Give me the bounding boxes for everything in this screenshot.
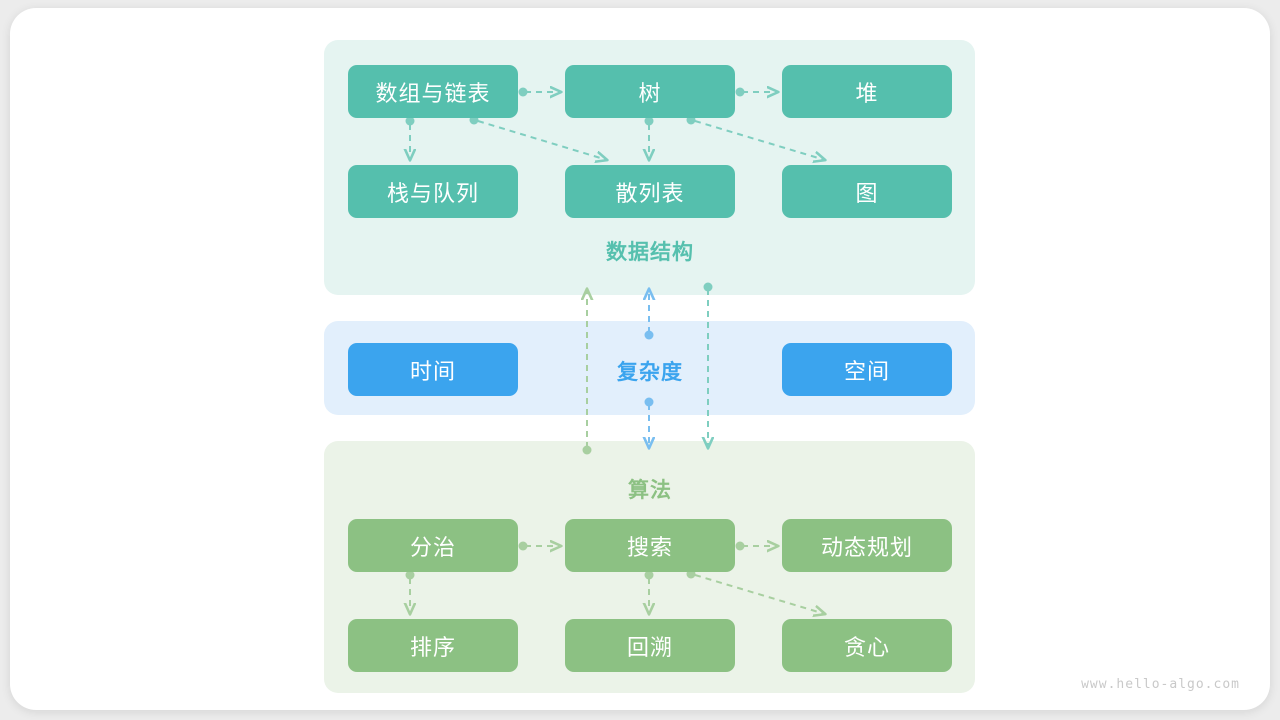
node-divide-and-conquer[interactable]: 分治 <box>348 519 518 572</box>
node-stack-and-queue[interactable]: 栈与队列 <box>348 165 518 218</box>
section-title-algorithm: 算法 <box>628 479 672 502</box>
node-space-complexity[interactable]: 空间 <box>782 343 952 396</box>
watermark-url: www.hello-algo.com <box>1081 677 1240 692</box>
node-dynamic-programming[interactable]: 动态规划 <box>782 519 952 572</box>
node-greedy[interactable]: 贪心 <box>782 619 952 672</box>
section-title-complexity: 复杂度 <box>617 361 683 384</box>
node-heap[interactable]: 堆 <box>782 65 952 118</box>
node-searching[interactable]: 搜索 <box>565 519 735 572</box>
node-array-and-linked-list[interactable]: 数组与链表 <box>348 65 518 118</box>
node-graph[interactable]: 图 <box>782 165 952 218</box>
node-backtracking[interactable]: 回溯 <box>565 619 735 672</box>
node-tree[interactable]: 树 <box>565 65 735 118</box>
node-hash-table[interactable]: 散列表 <box>565 165 735 218</box>
node-sorting[interactable]: 排序 <box>348 619 518 672</box>
section-title-data-structure: 数据结构 <box>606 241 694 264</box>
node-time-complexity[interactable]: 时间 <box>348 343 518 396</box>
diagram-canvas: 数组与链表 树 堆 栈与队列 散列表 图 数据结构 时间 空间 复杂度 分治 搜… <box>10 8 1270 710</box>
